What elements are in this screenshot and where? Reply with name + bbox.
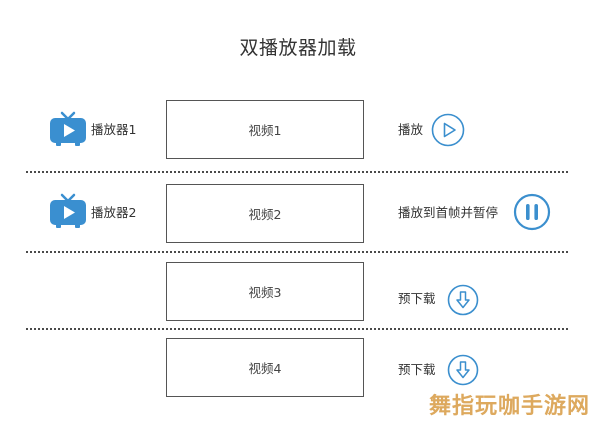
video-box: 视频2 xyxy=(166,184,364,243)
play-icon xyxy=(431,113,465,147)
watermark: 舞指玩咖手游网 xyxy=(428,394,590,419)
action-label: 预下载 xyxy=(398,291,436,306)
video-label: 视频4 xyxy=(248,361,282,376)
row-divider xyxy=(26,171,568,173)
row-divider xyxy=(26,328,568,330)
tv-icon xyxy=(50,193,86,228)
row-divider xyxy=(26,251,568,253)
download-icon xyxy=(447,284,479,316)
video-label: 视频3 xyxy=(248,285,282,300)
action-label: 播放 xyxy=(398,122,424,137)
video-box: 视频3 xyxy=(166,262,364,321)
download-icon xyxy=(447,354,479,386)
tv-icon xyxy=(50,111,86,146)
diagram-title: 双播放器加载 xyxy=(239,37,357,59)
video-box: 视频1 xyxy=(166,100,364,159)
video-label: 视频1 xyxy=(248,123,282,138)
player-label: 播放器2 xyxy=(91,205,137,220)
video-label: 视频2 xyxy=(248,207,282,222)
pause-icon xyxy=(513,193,551,231)
action-label: 播放到首帧并暂停 xyxy=(398,205,499,220)
player-label: 播放器1 xyxy=(91,122,137,137)
video-box: 视频4 xyxy=(166,338,364,397)
action-label: 预下载 xyxy=(398,362,436,377)
